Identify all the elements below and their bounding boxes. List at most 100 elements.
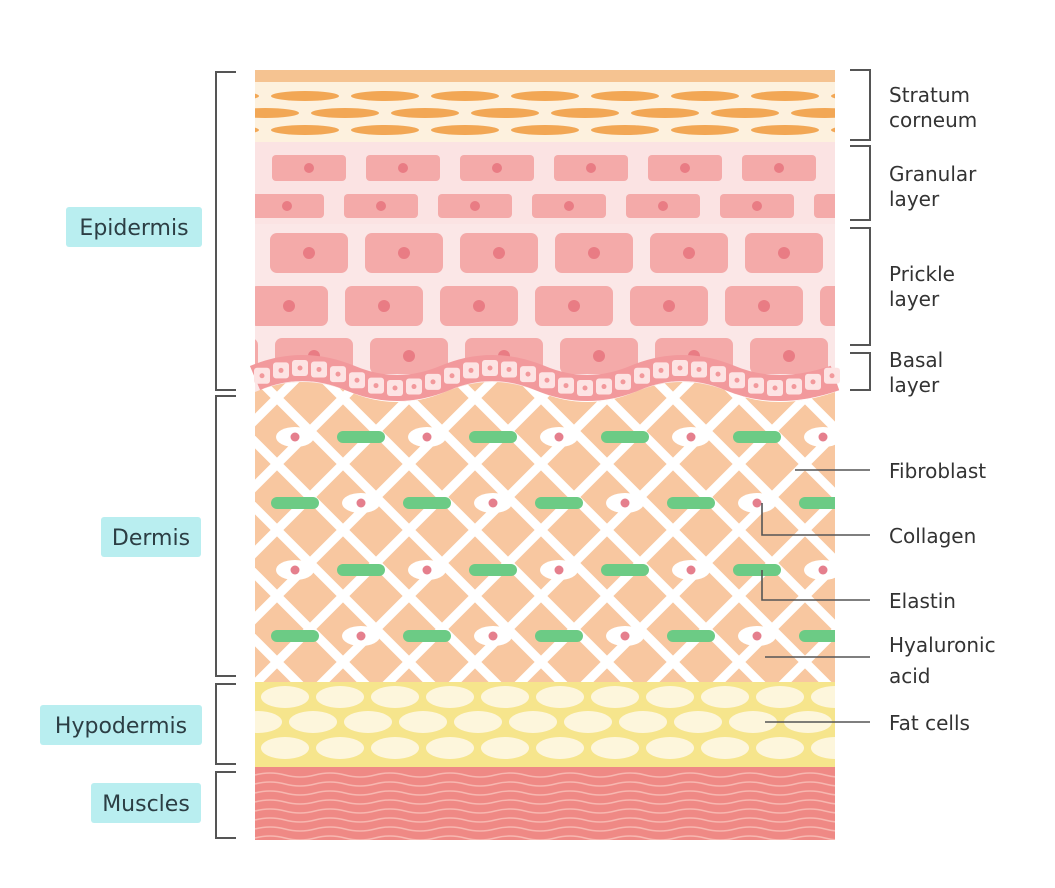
stratum-corneum-label-line2: corneum — [889, 108, 977, 132]
basal-cell-nucleus — [393, 385, 398, 390]
fat-cell — [674, 711, 722, 733]
prickle-cell — [180, 338, 258, 374]
elastin-fiber — [337, 564, 385, 576]
fat-cell — [426, 686, 474, 708]
fat-cell — [206, 737, 254, 759]
elastin-fiber — [535, 497, 583, 509]
prickle-cell-nucleus — [588, 247, 600, 259]
basal-cell-nucleus — [526, 372, 531, 377]
fibroblast-nucleus — [423, 566, 432, 575]
elastin-fiber — [733, 564, 781, 576]
fat-cell — [811, 737, 859, 759]
basal-cell-nucleus — [564, 383, 569, 388]
basal-cell-nucleus — [697, 367, 702, 372]
granular-cell-nucleus — [680, 163, 690, 173]
basal-cell-nucleus — [792, 384, 797, 389]
basal-layer-label-line1: Basal — [889, 348, 943, 372]
epidermis-bracket — [216, 72, 236, 390]
elastin-fiber — [601, 564, 649, 576]
prickle-cell-nucleus — [663, 300, 675, 312]
fat-cell — [756, 737, 804, 759]
fat-cell — [536, 737, 584, 759]
fat-cell — [481, 737, 529, 759]
stratum-corneum-cell — [271, 125, 339, 135]
granular-cell-nucleus — [564, 201, 574, 211]
elastin-fiber — [469, 564, 517, 576]
fat-cell — [261, 686, 309, 708]
basal-cell-nucleus — [773, 385, 778, 390]
basal-cell-nucleus — [298, 366, 303, 371]
prickle-cell-nucleus — [378, 300, 390, 312]
fibroblast-nucleus — [753, 632, 762, 641]
stratum-corneum-cell — [351, 125, 419, 135]
granular-cell-nucleus — [282, 201, 292, 211]
fat-cell — [454, 711, 502, 733]
stratum-corneum-cell — [711, 108, 779, 118]
stratum-corneum-cell — [551, 108, 619, 118]
epidermis-label: Epidermis — [79, 216, 188, 241]
basal-cell-nucleus — [754, 383, 759, 388]
collagen-fiber — [0, 370, 107, 690]
elastin-fiber — [535, 630, 583, 642]
stratum-corneum-cell — [791, 108, 859, 118]
basal-cell-nucleus — [507, 367, 512, 372]
stratum-corneum-cell — [431, 125, 499, 135]
dermis-tag: Dermis — [101, 517, 201, 557]
hyaluronic-acid-label-line2: acid — [889, 664, 931, 688]
prickle-cell-nucleus — [208, 247, 220, 259]
basal-cell-nucleus — [431, 379, 436, 384]
collagen-label: Collagen — [889, 524, 976, 548]
fat-cell — [316, 737, 364, 759]
fat-cell — [261, 737, 309, 759]
stratum-corneum-cell — [431, 91, 499, 101]
prickle-cell-nucleus — [783, 350, 795, 362]
epidermis-layer — [155, 142, 923, 392]
prickle-cell-nucleus — [683, 247, 695, 259]
basal-cell-nucleus — [621, 379, 626, 384]
collagen-fiber — [0, 370, 107, 690]
stratum-corneum-layer — [191, 70, 899, 142]
prickle-cell-nucleus — [593, 350, 605, 362]
basal-cell-nucleus — [811, 379, 816, 384]
basal-cell-nucleus — [545, 378, 550, 383]
prickle-cell-nucleus — [473, 300, 485, 312]
fibroblast-nucleus — [687, 433, 696, 442]
prickle-cell-nucleus — [398, 247, 410, 259]
right-brackets — [850, 70, 870, 390]
hypodermis-layer — [179, 682, 859, 767]
prickle-cell-nucleus — [568, 300, 580, 312]
granular-cell — [814, 194, 888, 218]
fat-cell — [591, 737, 639, 759]
granular-cell-nucleus — [752, 201, 762, 211]
fibroblast-nucleus — [291, 566, 300, 575]
basal-cell-nucleus — [412, 384, 417, 389]
elastin-fiber — [601, 431, 649, 443]
dermis-label: Dermis — [112, 526, 190, 551]
elastin-fiber — [271, 497, 319, 509]
fat-cell — [371, 737, 419, 759]
fat-cell — [316, 686, 364, 708]
fibroblast-nucleus — [489, 632, 498, 641]
fibroblast-nucleus — [555, 433, 564, 442]
stratum-corneum-cell — [671, 125, 739, 135]
fibroblast-nucleus — [753, 499, 762, 508]
fat-cell — [206, 686, 254, 708]
stratum-corneum-cell — [751, 125, 819, 135]
muscle-layer — [255, 767, 855, 840]
basal-cell-nucleus — [469, 368, 474, 373]
basal-cell-nucleus — [279, 368, 284, 373]
granular-layer-label-line1: Granular — [889, 162, 977, 186]
prickle-cell-nucleus — [283, 300, 295, 312]
fibroblast-nucleus — [621, 632, 630, 641]
fat-cell — [591, 686, 639, 708]
fibroblast-nucleus — [489, 499, 498, 508]
stratum-corneum-cell — [751, 91, 819, 101]
prickle-cell — [155, 286, 233, 326]
muscles-tag: Muscles — [91, 783, 201, 823]
granular-cell-nucleus — [846, 201, 856, 211]
hypodermis-label: Hypodermis — [55, 714, 187, 739]
elastin-fiber — [667, 497, 715, 509]
fat-cell — [481, 686, 529, 708]
stratum-corneum-cell — [631, 108, 699, 118]
granular-cell-nucleus — [304, 163, 314, 173]
